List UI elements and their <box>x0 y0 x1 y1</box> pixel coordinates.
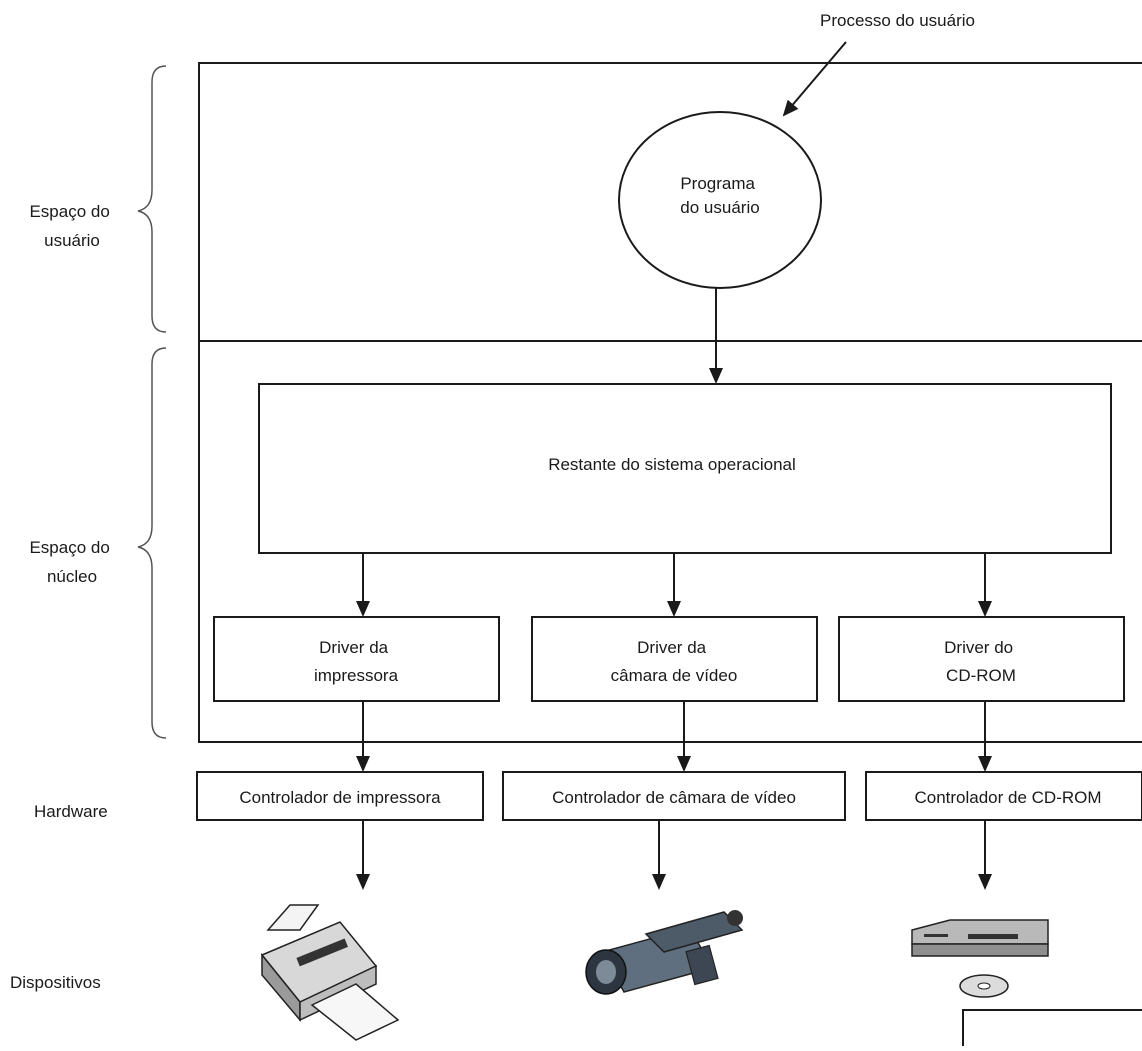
kernel-space-brace <box>137 347 167 739</box>
camera-driver-label-1: Driver da <box>637 638 707 657</box>
svg-text:Driver do CD-ROM: Driver do CD-ROM <box>944 638 1018 685</box>
printer-controller-box <box>196 771 484 821</box>
svg-text:Driver da impressora: Driver da impressora <box>314 638 399 685</box>
svg-text:Espaço do núcleo: Espaço do núcleo <box>29 538 114 586</box>
printer-driver-label-2: impressora <box>314 666 399 685</box>
svg-text:Espaço do usuário: Espaço do usuário <box>29 202 114 250</box>
hardware-label: Hardware <box>34 802 108 821</box>
user-program-circle <box>618 111 822 289</box>
os-rest-label: Restante do sistema operacional <box>548 455 796 474</box>
camera-controller-label: Controlador de câmara de vídeo <box>552 788 796 807</box>
process-arrow <box>782 41 847 117</box>
video-camera-icon <box>585 910 744 995</box>
kernel-space-label-2: núcleo <box>47 567 97 586</box>
partial-box-edge <box>962 1009 1142 1046</box>
kernel-space-label-1: Espaço do <box>29 538 109 557</box>
camera-driver-label-2: câmara de vídeo <box>611 666 738 685</box>
cdrom-drive-icon <box>911 919 1049 998</box>
user-program-label-2: do usuário <box>680 198 759 217</box>
camera-driver-box <box>531 616 818 702</box>
cdrom-driver-label-2: CD-ROM <box>946 666 1016 685</box>
cdrom-driver-box <box>838 616 1125 702</box>
user-space-brace <box>137 65 167 333</box>
printer-driver-label-1: Driver da <box>319 638 389 657</box>
camera-controller-box <box>502 771 846 821</box>
user-space-label-2: usuário <box>44 231 100 250</box>
process-label: Processo do usuário <box>820 11 975 30</box>
svg-text:Driver da câmara de vídeo: Driver da câmara de vídeo <box>611 638 738 685</box>
printer-driver-box <box>213 616 500 702</box>
svg-text:Programa do usuário: Programa do usuário <box>680 174 759 217</box>
os-rest-box <box>258 383 1112 554</box>
printer-controller-label: Controlador de impressora <box>239 788 441 807</box>
devices-label: Dispositivos <box>10 973 101 992</box>
cdrom-driver-label-1: Driver do <box>944 638 1013 657</box>
printer-icon <box>260 904 400 1041</box>
cdrom-controller-label: Controlador de CD-ROM <box>914 788 1101 807</box>
cdrom-controller-box <box>865 771 1142 821</box>
user-space-label-1: Espaço do <box>29 202 109 221</box>
user-program-label-1: Programa <box>680 174 755 193</box>
